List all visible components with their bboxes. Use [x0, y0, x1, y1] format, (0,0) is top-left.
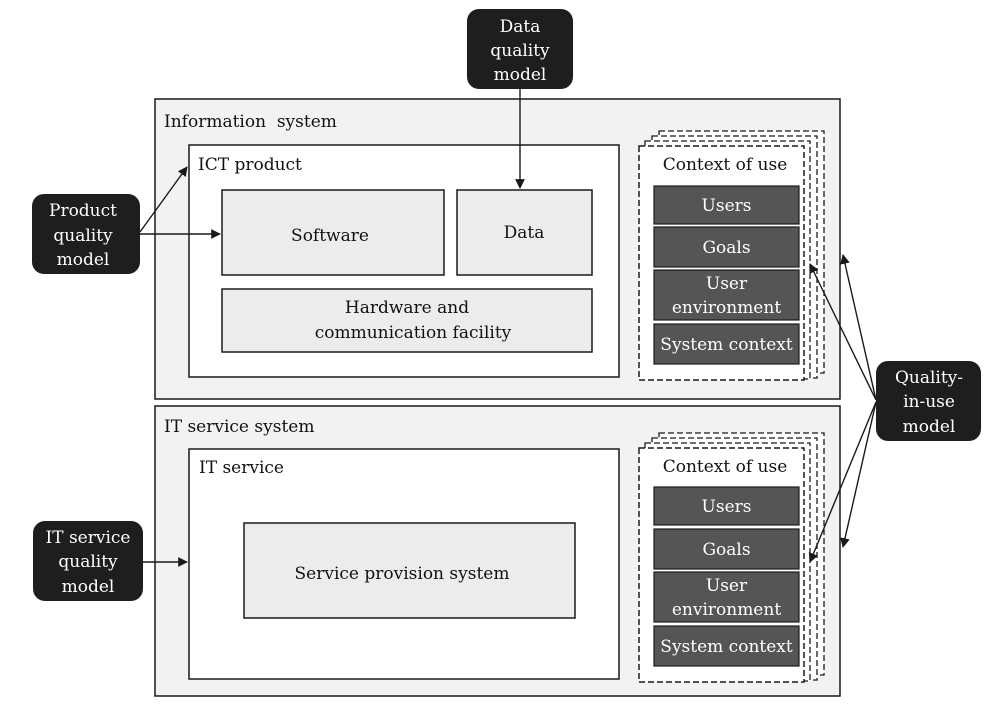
quality-in-use-line-2: in-use: [903, 392, 955, 412]
context-of-use-title-top: Context of use: [663, 155, 788, 175]
context-item-bottom-system-context-box: [653, 625, 800, 667]
quality-in-use-line-1: Quality-: [895, 368, 963, 388]
hardware-label-line-1: Hardware and: [345, 298, 469, 318]
context-item-top-goals-box: [653, 226, 800, 268]
context-item-top-user-environment-label: User: [706, 274, 748, 294]
context-item-top-user-environment-label: environment: [672, 298, 781, 318]
product-quality-line-3: model: [57, 250, 110, 270]
context-item-bottom-user-environment-box: [653, 571, 800, 623]
arrow-qiu-to-top-goals: [809, 263, 877, 401]
arrow-product-to-ict-product: [139, 166, 188, 233]
context-item-bottom-goals-label: Goals: [702, 540, 750, 560]
context-of-use-title-bottom: Context of use: [663, 457, 788, 477]
data-label: Data: [504, 223, 545, 243]
context-item-bottom-goals-box: [653, 528, 800, 570]
it-service-title: IT service: [199, 458, 284, 478]
context-item-bottom-users-box: [653, 486, 800, 526]
software-label: Software: [291, 226, 369, 246]
product-quality-line-2: quality: [53, 226, 113, 246]
context-item-top-user-environment-box: [653, 269, 800, 321]
quality-in-use-model-node: Quality- in-use model: [876, 361, 981, 441]
data-quality-line-1: Data: [500, 17, 541, 37]
data-quality-model-node: Data quality model: [467, 9, 573, 89]
it-service-quality-model-node: IT service quality model: [33, 521, 143, 601]
data-box: [456, 189, 593, 276]
it-service-system-title: IT service system: [164, 417, 314, 437]
product-quality-model-node: Product quality model: [32, 194, 140, 274]
hardware-box: [221, 288, 593, 353]
information-system-title: Information system: [164, 112, 337, 132]
connector-arrows: [139, 89, 877, 567]
it-service-quality-line-1: IT service: [46, 528, 131, 548]
context-item-top-system-context-label: System context: [660, 335, 793, 355]
data-quality-line-3: model: [494, 65, 547, 85]
context-item-bottom-users-label: Users: [702, 497, 752, 517]
quality-in-use-line-3: model: [903, 417, 956, 437]
it-service-quality-line-3: model: [62, 577, 115, 597]
arrow-qiu-to-bottom-stack: [840, 401, 877, 548]
hardware-label: Hardware and communication facility: [315, 298, 512, 343]
it-service-quality-line-2: quality: [58, 552, 118, 572]
ict-product-title: ICT product: [198, 155, 302, 175]
data-quality-line-2: quality: [490, 41, 550, 61]
arrow-qiu-to-top-stack: [840, 254, 877, 401]
context-item-bottom-system-context-label: System context: [660, 637, 793, 657]
context-item-top-system-context-box: [653, 323, 800, 365]
service-provision-label: Service provision system: [295, 564, 510, 584]
hardware-label-line-2: communication facility: [315, 323, 512, 343]
service-provision-box: [243, 522, 576, 619]
context-item-bottom-user-environment-label: environment: [672, 600, 781, 620]
context-item-top-users-box: [653, 185, 800, 225]
context-item-top-goals-label: Goals: [702, 238, 750, 258]
software-box: [221, 189, 445, 276]
product-quality-line-1: Product: [49, 201, 117, 221]
context-item-bottom-user-environment-label: User: [706, 576, 748, 596]
arrow-qiu-to-bottom-goals: [808, 401, 877, 563]
context-item-top-users-label: Users: [702, 196, 752, 216]
